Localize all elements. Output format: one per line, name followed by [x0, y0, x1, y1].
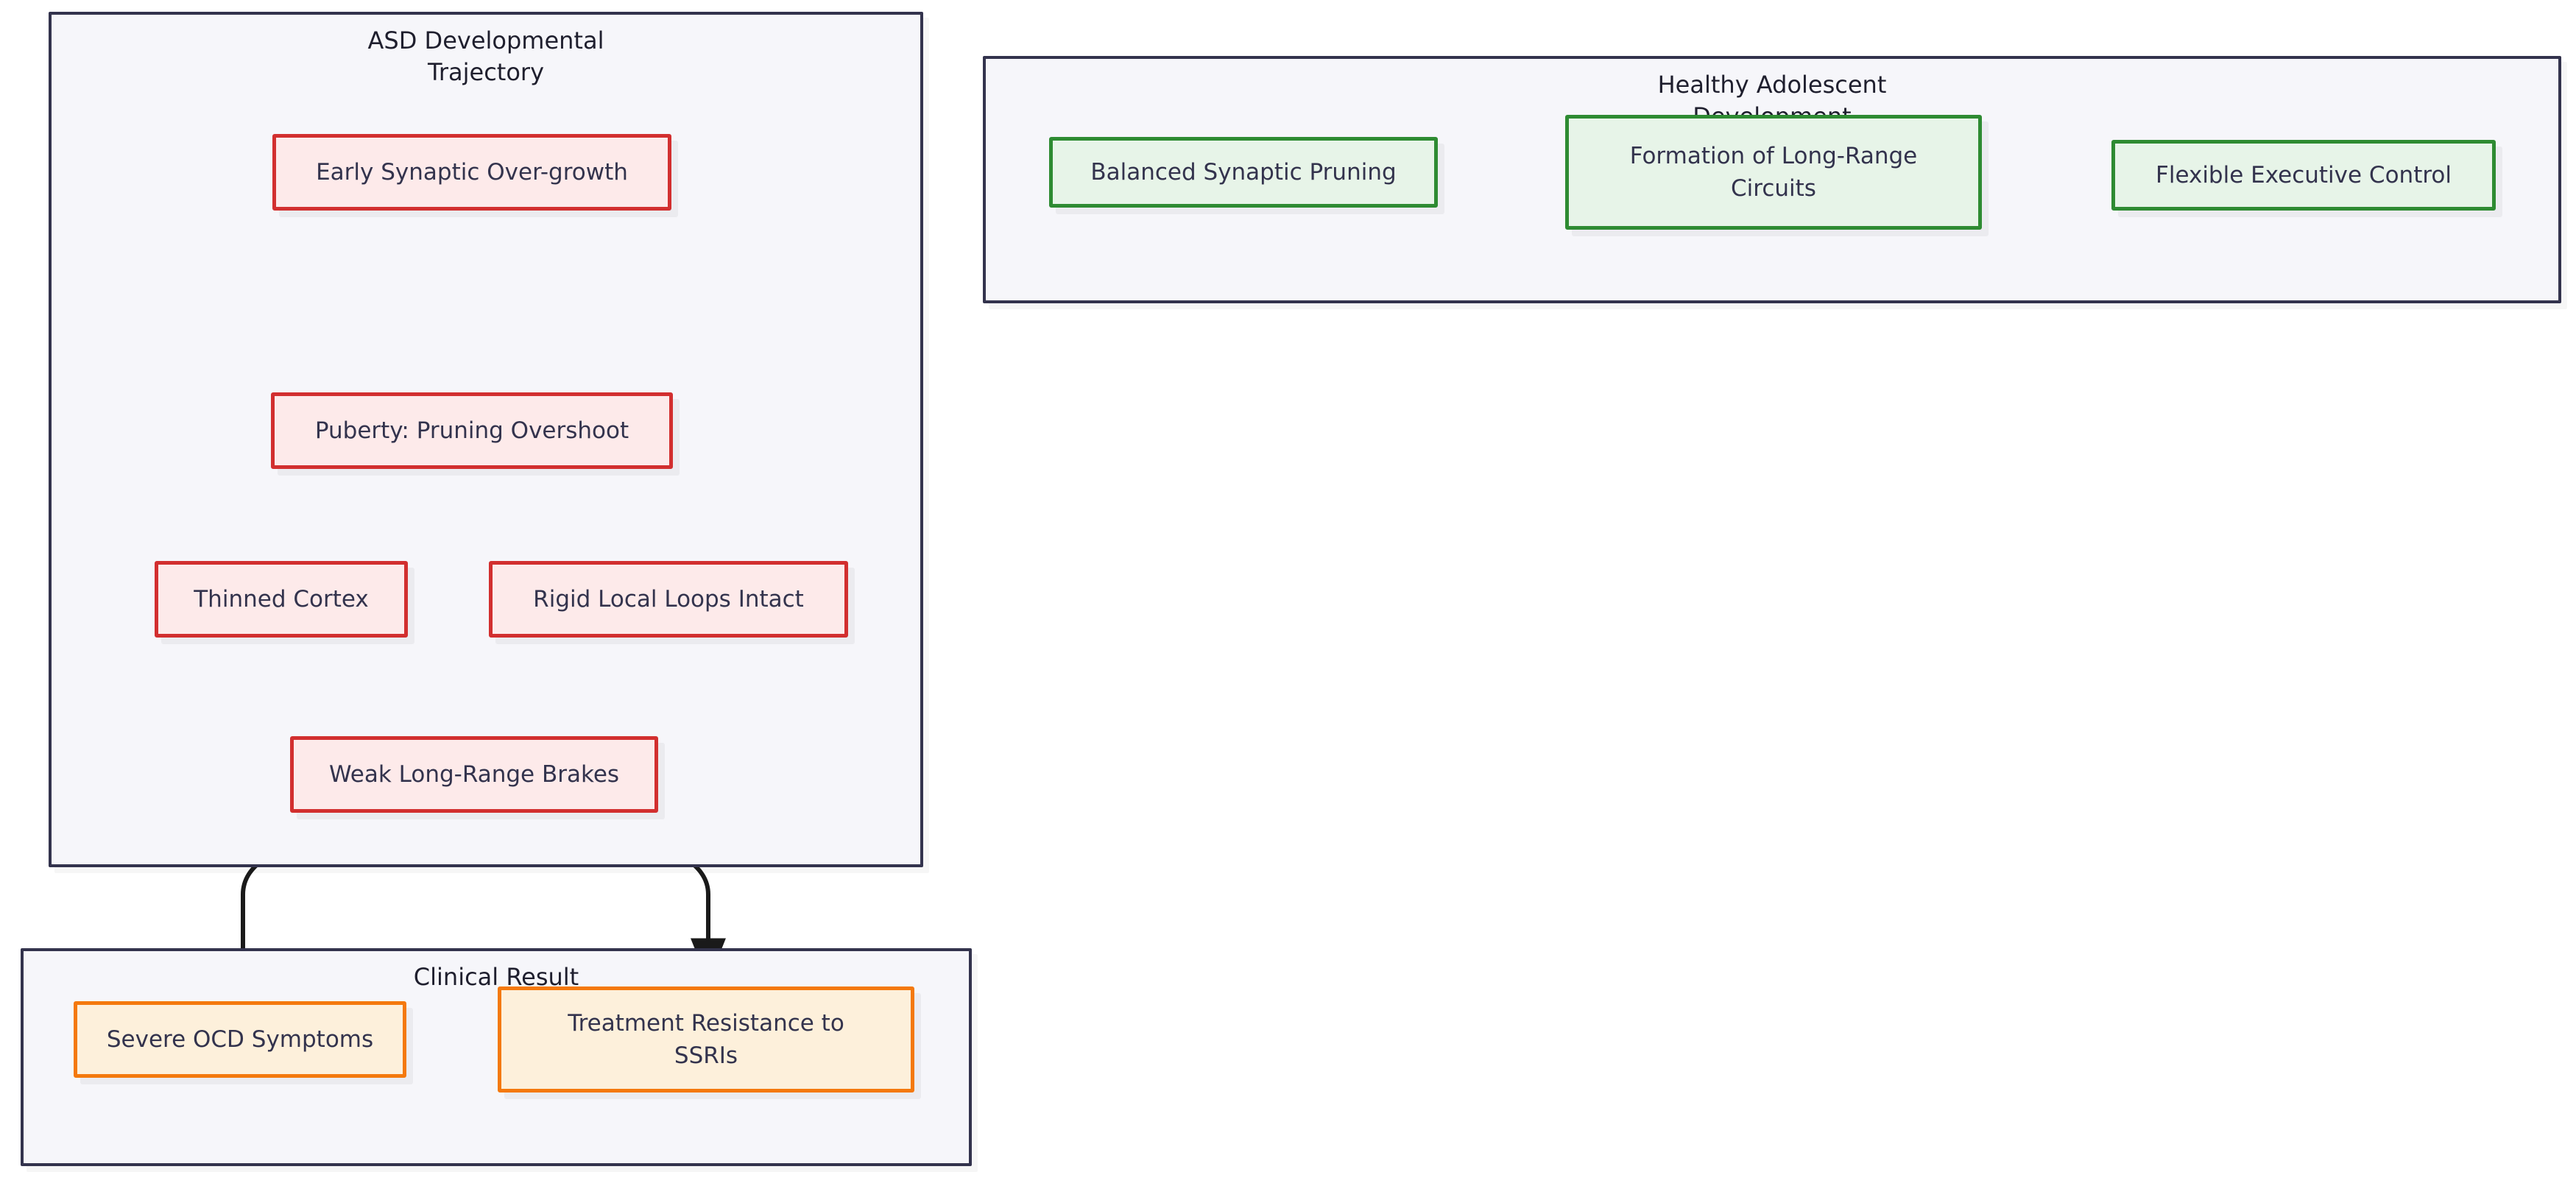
- node-label: Puberty: Pruning Overshoot: [314, 417, 629, 444]
- node-formation-of-long-range-circuits[interactable]: Formation of Long-Range Circuits: [1565, 115, 1982, 230]
- node-puberty-pruning-overshoot[interactable]: Puberty: Pruning Overshoot: [271, 392, 673, 469]
- node-treatment-resistance-to-ssris[interactable]: Treatment Resistance to SSRIs: [498, 986, 914, 1093]
- node-rigid-local-loops-intact[interactable]: Rigid Local Loops Intact: [489, 561, 848, 638]
- node-label: Balanced Synaptic Pruning: [1090, 158, 1397, 186]
- node-weak-long-range-brakes[interactable]: Weak Long-Range Brakes: [290, 736, 658, 813]
- node-label: Weak Long-Range Brakes: [328, 760, 620, 788]
- node-label: Treatment Resistance to SSRIs: [568, 1009, 844, 1069]
- node-label: Formation of Long-Range Circuits: [1629, 142, 1918, 202]
- node-thinned-cortex[interactable]: Thinned Cortex: [155, 561, 408, 638]
- node-severe-ocd-symptoms[interactable]: Severe OCD Symptoms: [74, 1001, 406, 1078]
- subgraph-title-asd: ASD Developmental Trajectory: [367, 27, 604, 86]
- node-flexible-executive-control[interactable]: Flexible Executive Control: [2111, 140, 2496, 211]
- node-early-synaptic-overgrowth[interactable]: Early Synaptic Over-growth: [272, 134, 671, 211]
- node-label: Rigid Local Loops Intact: [533, 585, 804, 613]
- node-balanced-synaptic-pruning[interactable]: Balanced Synaptic Pruning: [1049, 137, 1438, 208]
- node-label: Flexible Executive Control: [2156, 161, 2452, 188]
- node-label: Early Synaptic Over-growth: [316, 158, 628, 186]
- node-label: Thinned Cortex: [194, 585, 369, 613]
- node-label: Severe OCD Symptoms: [106, 1026, 374, 1053]
